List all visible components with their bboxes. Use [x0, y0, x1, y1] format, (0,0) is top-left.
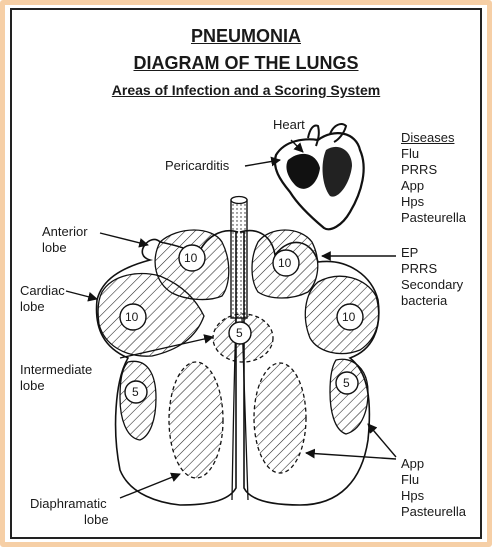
pericarditis-label: Pericarditis [165, 158, 229, 174]
score-left-anterior: 10 [184, 252, 197, 264]
intermediate-lobe-label: Intermediate lobe [20, 362, 92, 394]
score-right-anterior: 10 [278, 257, 291, 269]
caudal-diseases-list: App Flu Hps Pasteurella [401, 456, 466, 520]
diagram-subtitle: Areas of Infection and a Scoring System [0, 83, 492, 97]
list-item: Hps [401, 194, 466, 210]
list-item: EP [401, 245, 463, 261]
list-item: Pasteurella [401, 210, 466, 226]
list-item: PRRS [401, 162, 466, 178]
diagram-title-line1: PNEUMONIA [0, 27, 492, 45]
list-item: Flu [401, 146, 466, 162]
app-arrow-lower-right [368, 424, 396, 457]
list-item: Pasteurella [401, 504, 466, 520]
trachea [231, 200, 247, 318]
cardiac-lobe-label: Cardiac lobe [20, 283, 65, 315]
score-left-cardiac: 10 [125, 311, 138, 323]
list-item: App [401, 456, 466, 472]
list-item: bacteria [401, 293, 463, 309]
anterior-lobe-arrow [100, 233, 148, 245]
diagram-title-line2: DIAGRAM OF THE LUNGS [0, 54, 492, 72]
diseases-list: Diseases Flu PRRS App Hps Pasteurella [401, 130, 466, 226]
trachea-top [231, 197, 247, 204]
heart-icon [275, 124, 364, 229]
score-right-cardiac: 10 [342, 311, 355, 323]
cardiac-lobe-arrow [66, 291, 97, 299]
diaphragmatic-lobe-label: Diaphramatic lobe [30, 496, 109, 528]
anterior-lobe-label: Anterior lobe [42, 224, 88, 256]
list-item: Secondary [401, 277, 463, 293]
left-diaphragmatic-hatch [169, 362, 223, 478]
right-diaphragmatic-hatch [254, 363, 306, 473]
diseases-header: Diseases [401, 130, 466, 146]
heart-label: Heart [273, 117, 305, 133]
list-item: App [401, 178, 466, 194]
score-right-lower: 5 [343, 377, 350, 389]
score-left-lower: 5 [132, 386, 139, 398]
list-item: Hps [401, 488, 466, 504]
cranial-diseases-list: EP PRRS Secondary bacteria [401, 245, 463, 309]
list-item: PRRS [401, 261, 463, 277]
score-intermediate: 5 [236, 327, 243, 339]
list-item: Flu [401, 472, 466, 488]
